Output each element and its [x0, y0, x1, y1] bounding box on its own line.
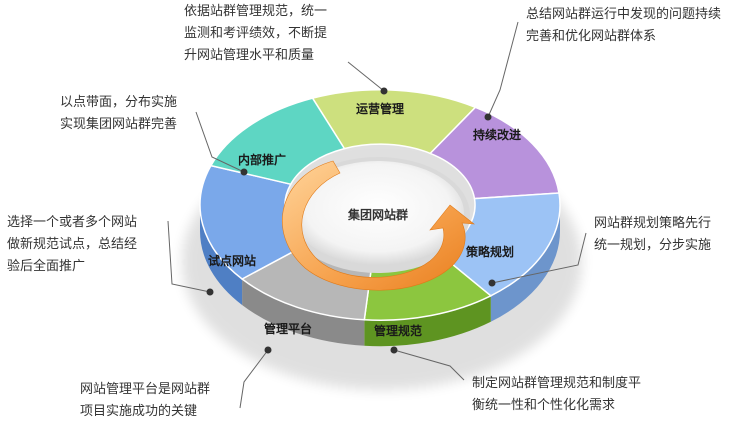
segment-label-platform: 管理平台: [264, 321, 312, 336]
segment-label-operations: 运营管理: [356, 101, 404, 116]
segment-promotion: [209, 97, 346, 186]
segment-label-promotion: 内部推广: [238, 152, 286, 167]
note-standards-line-2: 衡统一性和个性化化需求: [472, 398, 616, 413]
connector-strategy: [491, 232, 587, 284]
connector-improvement: [487, 21, 519, 118]
marker-platform: [264, 346, 272, 354]
cycle-arrow: [281, 160, 475, 291]
connector-pilot: [167, 220, 211, 293]
note-promotion: 以点带面，分布实施 实现集团网站群完善: [60, 92, 177, 136]
note-pilot-line-3: 验后全面推广: [7, 259, 86, 274]
note-standards: 制定网站群管理规范和制度平 衡统一性和个性化化需求: [472, 373, 641, 417]
segment-side-standards: [364, 295, 491, 347]
note-platform-line-1: 网站管理平台是网站群: [80, 382, 211, 397]
note-pilot-line-2: 做新规范试点，总结经: [7, 237, 138, 252]
note-platform: 网站管理平台是网站群 项目实施成功的关键: [80, 379, 210, 423]
note-strategy-line-1: 网站群规划策略先行: [594, 216, 712, 231]
note-promotion-line-2: 实现集团网站群完善: [60, 117, 178, 132]
segment-side-pilot: [200, 205, 243, 305]
note-connectors: [167, 21, 587, 409]
marker-pilot: [206, 288, 214, 296]
center-label: 集团网站群: [347, 207, 408, 222]
marker-standards: [390, 346, 398, 354]
note-improvement-line-2: 完善和优化网站群体系: [526, 29, 657, 44]
marker-promotion: [240, 168, 248, 176]
connector-promotion: [195, 111, 245, 173]
segment-sides: [200, 205, 560, 347]
segment-side-strategy: [490, 205, 560, 322]
note-improvement-line-1: 总结网站群运行中发现的问题持续: [526, 7, 722, 22]
connector-platform: [239, 349, 269, 409]
segment-label-improvement: 持续改进: [473, 127, 521, 142]
note-improvement: 总结网站群运行中发现的问题持续 完善和优化网站群体系: [526, 4, 721, 48]
note-pilot: 选择一个或者多个网站 做新规范试点，总结经 验后全面推广: [7, 212, 137, 278]
segment-side-platform: [242, 279, 365, 346]
segment-label-standards: 管理规范: [374, 323, 422, 338]
note-pilot-line-1: 选择一个或者多个网站: [7, 215, 138, 230]
note-promotion-line-1: 以点带面，分布实施: [60, 95, 178, 110]
note-standards-line-1: 制定网站群管理规范和制度平: [472, 376, 642, 391]
note-strategy: 网站群规划策略先行 统一规划，分步实施: [594, 213, 711, 257]
note-operations-line-2: 监测和考评绩效，不断提: [184, 26, 328, 41]
center-hole: [292, 161, 464, 265]
segment-strategy: [437, 192, 561, 297]
marker-strategy: [488, 279, 496, 287]
connector-operations: [347, 61, 385, 92]
marker-improvement: [484, 113, 492, 121]
note-operations-line-3: 升网站管理水平和质量: [184, 48, 315, 63]
note-strategy-line-2: 统一规划，分步实施: [594, 238, 712, 253]
marker-operations: [380, 87, 388, 95]
segment-label-strategy: 策略规划: [466, 244, 514, 259]
segment-label-pilot: 试点网站: [208, 253, 256, 268]
note-operations-line-1: 依据站群管理规范，统一: [184, 4, 328, 19]
connector-standards: [393, 349, 465, 381]
note-platform-line-2: 项目实施成功的关键: [80, 404, 198, 419]
note-operations: 依据站群管理规范，统一 监测和考评绩效，不断提 升网站管理水平和质量: [184, 1, 327, 67]
